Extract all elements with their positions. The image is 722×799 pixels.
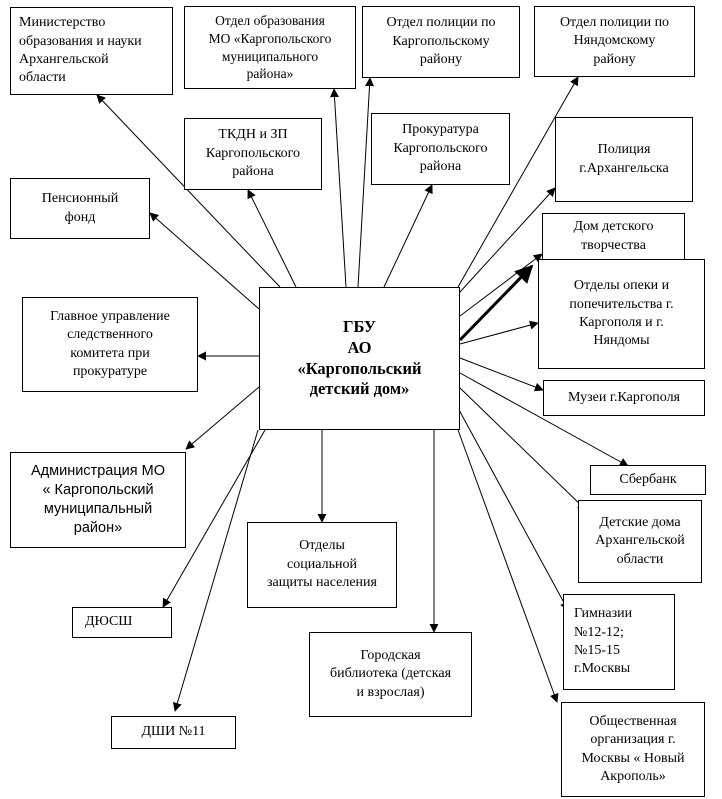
node-administration: Администрация МО « Каргопольский муницип… (10, 452, 186, 548)
arrow-prosecutor (383, 184, 433, 288)
arrow-guardianship (459, 320, 539, 345)
node-guardianship: Отделы опеки и попечительства г. Каргопо… (538, 259, 705, 369)
center-node: ГБУ АО «Каргопольский детский дом» (259, 287, 460, 430)
arrow-creativity-house (459, 253, 543, 317)
arrow-police-arkh (459, 187, 556, 293)
arrow-acropolis (457, 429, 559, 703)
arrow-administration (185, 386, 260, 450)
arrow-police-kargopol (357, 77, 375, 288)
arrow-guardianship-bold (458, 264, 534, 342)
arrow-museums (459, 357, 544, 392)
node-gymnasiums: Гимназии №12-12; №15-15 г.Москвы (563, 594, 675, 690)
arrow-ministry (96, 94, 281, 288)
node-orphanages: Детские дома Архангельской области (578, 500, 702, 583)
arrow-sberbank (459, 372, 629, 467)
node-sberbank: Сбербанк (590, 465, 706, 495)
node-ministry: Министерство образования и науки Арханге… (10, 7, 173, 95)
node-acropolis: Общественная организация г. Москвы « Нов… (561, 702, 705, 797)
node-dyussh: ДЮСШ (72, 607, 172, 638)
arrow-dyussh (162, 429, 266, 608)
node-creativity-house: Дом детского творчества (542, 213, 685, 260)
arrow-dshi (172, 429, 259, 712)
arrow-police-nyandoma (457, 76, 579, 288)
node-social: Отделы социальной защиты населения (247, 522, 397, 608)
node-museums: Музеи г.Каргополя (543, 380, 705, 416)
arrow-gymnasiums (457, 407, 569, 611)
node-police-kargopol: Отдел полиции по Каргопольскому району (362, 6, 520, 78)
node-pension: Пенсионный фонд (10, 178, 150, 239)
arrow-pension (149, 212, 260, 310)
node-tkdn: ТКДН и ЗП Каргопольского района (184, 118, 322, 190)
node-police-nyandoma: Отдел полиции по Няндомскому району (534, 6, 695, 77)
arrow-tkdn (247, 189, 297, 288)
node-prosecutor: Прокуратура Каргопольского района (371, 113, 510, 185)
arrow-orphanages (459, 387, 587, 511)
node-dshi: ДШИ №11 (111, 716, 236, 749)
node-library: Городская библиотека (детская и взрослая… (309, 632, 472, 717)
node-investigative: Главное управление следственного комитет… (22, 297, 198, 392)
arrow-edu-dept (329, 88, 347, 288)
node-edu-dept: Отдел образования МО «Каргопольского мун… (184, 6, 356, 89)
node-police-arkh: Полиция г.Архангельска (555, 117, 693, 202)
